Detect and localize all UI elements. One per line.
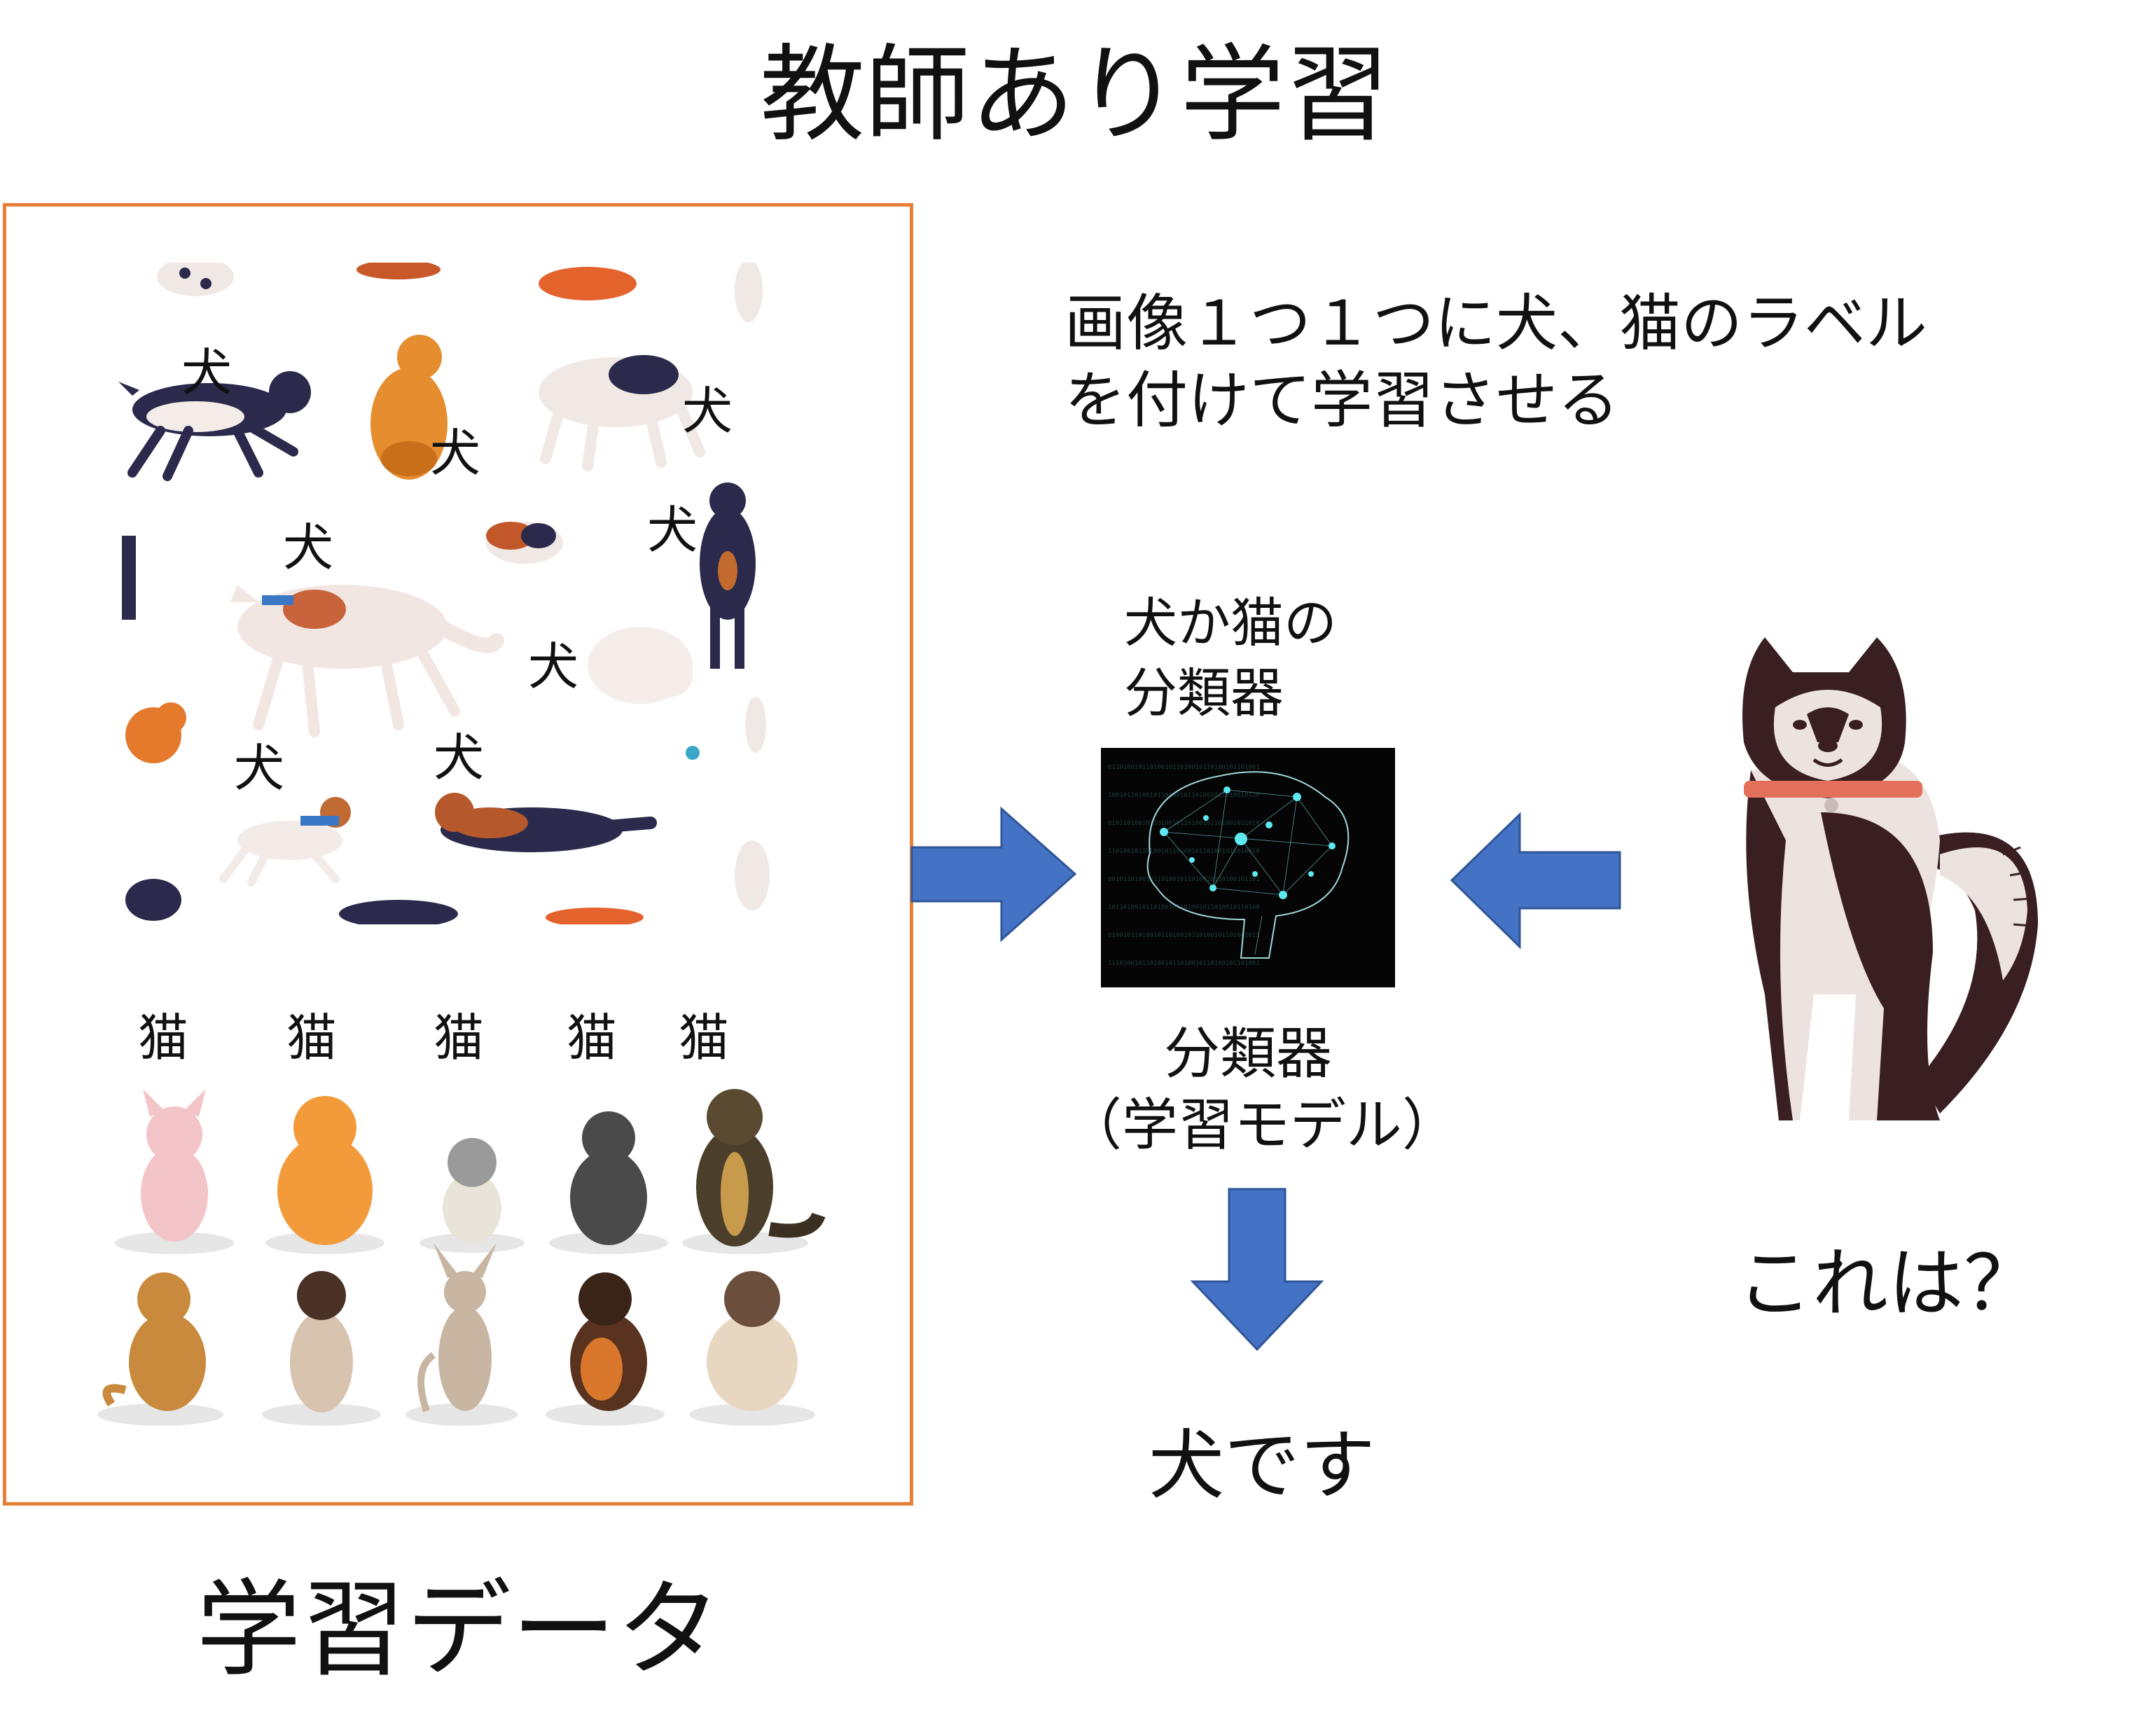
- query-dog-image: [1742, 637, 2038, 1120]
- svg-text:010010110100101101001011010010: 0100101101001011010010110100101101001011: [1108, 932, 1260, 939]
- description-line-2: を付けて学習させる: [1064, 364, 1620, 436]
- cat-images: [97, 1243, 815, 1426]
- training-data-panel: 犬 犬 犬 犬 犬 犬 犬 犬 猫 猫 猫 猫 猫: [3, 203, 913, 1506]
- diagram-title: 教師あり学習: [759, 34, 1390, 156]
- dog-label: 犬: [181, 343, 233, 402]
- arrow-right-icon: [910, 806, 1077, 943]
- dog-illustration: [219, 797, 351, 887]
- classifier-label-line-2: 分類器: [1124, 662, 1284, 724]
- classifier-label-line-1: 犬か猫の: [1124, 592, 1337, 654]
- dog-illustration: [435, 793, 657, 852]
- cat-label: 猫: [138, 1008, 189, 1067]
- dog-label: 犬: [528, 637, 579, 696]
- dog-label: 犬: [647, 501, 698, 560]
- svg-text:111010010110100101101001011010: 1110100101101001011010010110100101101001: [1108, 960, 1260, 967]
- classifier-brain-image: 0110100101101001011010010110100101101001…: [1101, 748, 1395, 987]
- arrow-left-icon: [1450, 812, 1621, 949]
- query-text: これは？: [1737, 1240, 2040, 1328]
- dog-illustration: [539, 355, 705, 471]
- cat-label: 猫: [434, 1008, 485, 1067]
- dog-illustration: [118, 371, 311, 481]
- dog-illustration: [588, 627, 700, 760]
- cat-label: 猫: [286, 1008, 338, 1067]
- svg-text:001011010010110100101101001011: 0010110100101101001011010010110100101101: [1108, 876, 1260, 883]
- svg-text:011010010110100101101001011010: 0110100101101001011010010110100101101001: [1108, 764, 1260, 771]
- description-line-1: 画像１つ１つに犬、猫のラベル: [1064, 287, 1928, 359]
- training-images: [97, 263, 826, 1426]
- dog-label: 犬: [430, 424, 481, 482]
- cat-label: 猫: [679, 1008, 730, 1067]
- svg-text:010110100101101001011010010110: 0101101001011010010110100101101001011010: [1108, 820, 1260, 827]
- svg-text:101101001011010010110100101101: 1011010010110100101101001011010010110100: [1108, 904, 1260, 911]
- model-label-line-1: 分類器: [1164, 1021, 1332, 1086]
- arrow-down-icon: [1191, 1188, 1324, 1352]
- result-text: 犬です: [1149, 1422, 1376, 1510]
- cat-images: [115, 1089, 826, 1254]
- dog-label: 犬: [234, 739, 285, 798]
- model-label-line-2: （学習モデル）: [1066, 1092, 1458, 1158]
- svg-text:100101101001011010010110100101: 1001011010010110100101101001011010010110: [1108, 792, 1260, 799]
- dog-illustration: [700, 482, 756, 669]
- dog-illustration: [486, 522, 563, 564]
- dog-images: [118, 263, 773, 924]
- cat-label: 猫: [567, 1008, 618, 1067]
- dog-illustration: [370, 335, 448, 480]
- training-data-caption: 学習データ: [196, 1569, 722, 1691]
- dog-label: 犬: [434, 728, 485, 787]
- dog-label: 犬: [283, 518, 334, 577]
- dog-illustration: [125, 702, 186, 763]
- dog-label: 犬: [682, 382, 733, 440]
- dog-illustration: [230, 585, 504, 737]
- svg-text:110100101101001011010010110100: 1101001011010010110100101101001011010010: [1108, 848, 1260, 855]
